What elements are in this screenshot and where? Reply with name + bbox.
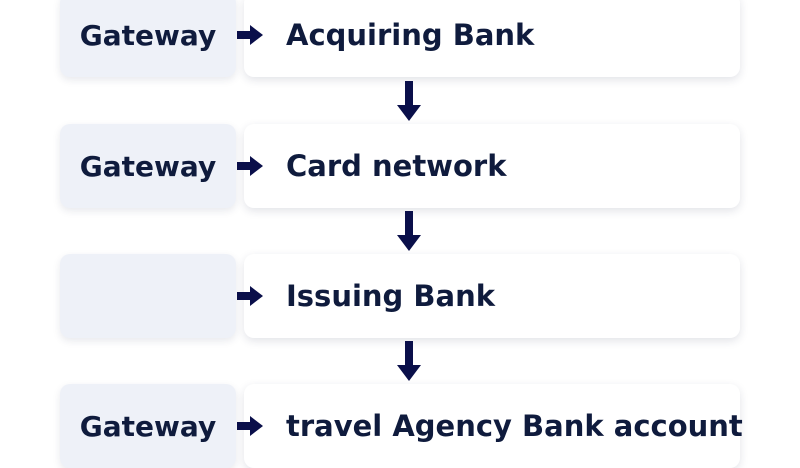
arrow-right-icon: [237, 25, 263, 45]
stage-label: Card network: [286, 149, 507, 183]
arrow-right-icon: [237, 416, 263, 436]
gateway-label: Gateway: [79, 18, 217, 52]
arrow-down-icon: [397, 211, 421, 251]
stage-label: travel Agency Bank account: [286, 409, 743, 443]
gateway-box: Gateway: [60, 124, 236, 208]
flow-step-issuing-bank: Issuing Bank: [0, 254, 800, 338]
arrow-down-icon: [397, 81, 421, 121]
gateway-box: [60, 254, 236, 338]
flow-step-acquiring-bank: Gateway Acquiring Bank: [0, 0, 800, 77]
stage-box: [244, 124, 740, 208]
stage-label: Issuing Bank: [286, 279, 496, 313]
stage-box: [244, 0, 740, 77]
gateway-label: Gateway: [79, 149, 217, 183]
arrow-right-icon: [237, 286, 263, 306]
flow-step-travel-agency-account: Gateway travel Agency Bank account: [0, 384, 800, 468]
flow-step-card-network: Gateway Card network: [0, 124, 800, 208]
gateway-box: Gateway: [60, 384, 236, 468]
arrow-right-icon: [237, 156, 263, 176]
stage-box: [244, 254, 740, 338]
stage-label: Acquiring Bank: [286, 18, 535, 52]
arrow-down-icon: [397, 341, 421, 381]
gateway-label: Gateway: [79, 409, 217, 443]
gateway-box: Gateway: [60, 0, 236, 77]
